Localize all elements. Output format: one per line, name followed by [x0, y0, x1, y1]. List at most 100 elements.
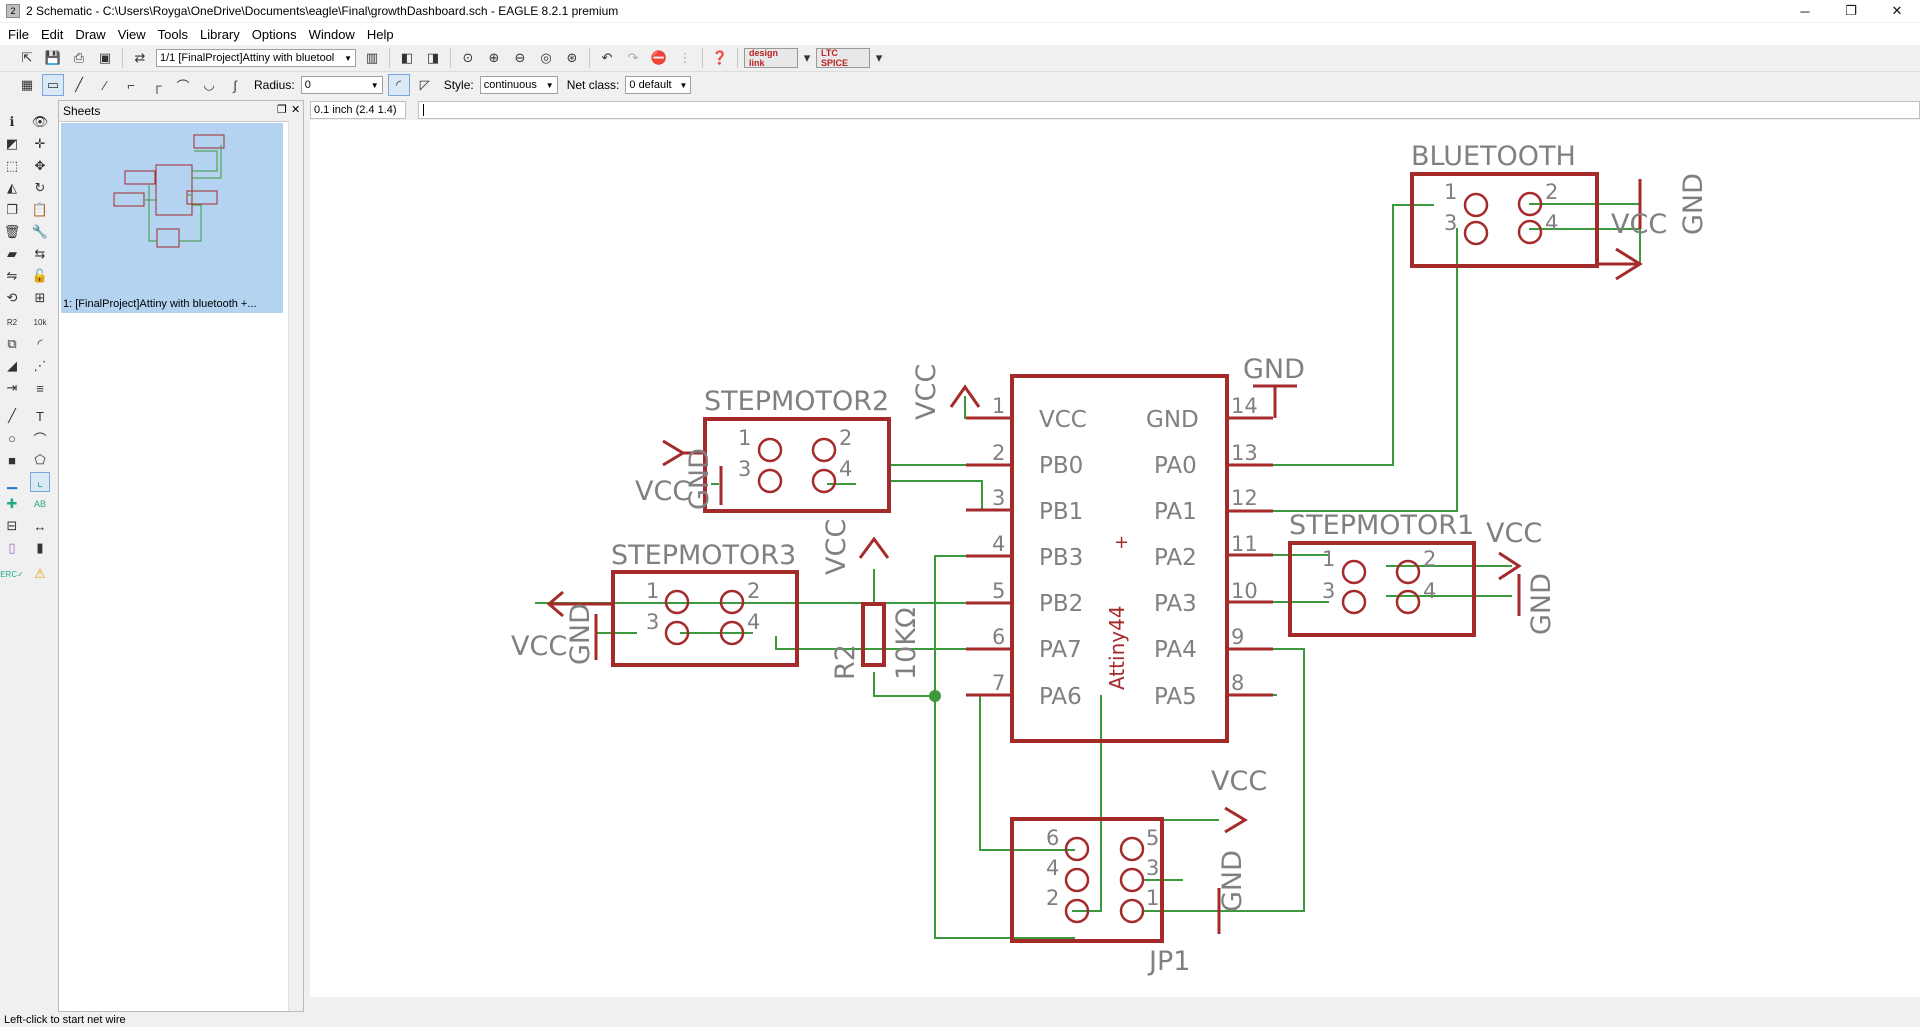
value-icon[interactable]: 10k [33, 317, 47, 327]
net-icon[interactable]: ⌞ [30, 472, 50, 492]
gateswap-icon[interactable]: ⊞ [34, 290, 46, 305]
restore-button[interactable]: ❐ [1845, 3, 1857, 18]
circle-icon[interactable]: ○ [8, 430, 16, 446]
miter-icon[interactable]: ◜ [37, 336, 43, 351]
info-icon[interactable]: ℹ [9, 114, 15, 129]
copy-icon[interactable]: ❐ [6, 202, 18, 217]
attribute-icon[interactable]: ⊟ [6, 518, 18, 533]
mirror-icon[interactable]: ◭ [7, 180, 17, 195]
text-icon[interactable]: T [36, 408, 44, 424]
frame-icon[interactable]: ▯ [8, 540, 16, 555]
line-icon[interactable]: ╱ [8, 408, 16, 423]
chevron-down-icon[interactable]: ▾ [803, 50, 811, 65]
menu-view[interactable]: View [117, 26, 146, 42]
pinswap-icon[interactable]: ⇋ [6, 268, 18, 283]
dimension-icon[interactable]: ↔ [33, 518, 47, 534]
float-icon[interactable]: ❐ [277, 104, 287, 116]
grid-icon[interactable]: ▦ [20, 77, 34, 92]
schematic-drawing[interactable]: BLUETOOTH STEPMOTOR2 STEPMOTOR3 STEPMOTO… [310, 120, 1920, 997]
zoom-out-icon[interactable]: ⊖ [514, 50, 526, 65]
show-icon[interactable]: 👁 [31, 114, 49, 129]
wrench-icon[interactable]: 🔧 [31, 224, 49, 239]
ltspice-button[interactable]: LTC SPICE [816, 48, 870, 68]
help-icon[interactable]: ❓ [711, 50, 729, 65]
sheet-item-label[interactable]: 1: [FinalProject]Attiny with bluetooth +… [61, 295, 283, 313]
menu-tools[interactable]: Tools [157, 26, 189, 42]
junction-dot[interactable] [929, 690, 941, 702]
style-select[interactable]: continuous▼ [479, 76, 558, 94]
select-icon[interactable]: ⬚ [5, 158, 19, 173]
join-icon[interactable]: ⇥ [6, 380, 18, 395]
jp1-part[interactable] [1010, 817, 1164, 943]
align-icon[interactable]: ≡ [36, 380, 44, 396]
stepmotor3-part[interactable] [611, 570, 799, 667]
erc-icon[interactable]: ERC✓ [0, 569, 24, 579]
zoom-fit-icon[interactable]: ⊙ [462, 50, 474, 65]
arc-icon[interactable]: ⌒ [33, 431, 47, 447]
invoke-icon[interactable]: ⟲ [6, 290, 18, 305]
delete-icon[interactable]: 🗑 [3, 224, 21, 239]
connector-pads[interactable] [664, 191, 1543, 924]
resistor-r2[interactable] [861, 602, 886, 667]
lock-icon[interactable]: 🔓 [31, 268, 49, 283]
zoom-select-icon[interactable]: ⊛ [566, 50, 578, 65]
sheet-thumbnail[interactable] [61, 123, 283, 295]
zoom-redraw-icon[interactable]: ◎ [540, 50, 552, 65]
menu-options[interactable]: Options [251, 26, 297, 42]
redo-icon[interactable]: ↷ [627, 50, 639, 65]
bend-90-45-icon[interactable]: ⌐ [127, 77, 135, 93]
replace-icon[interactable]: ⇆ [34, 246, 46, 261]
label-icon[interactable]: AB [33, 499, 46, 509]
miter-straight-icon[interactable]: ◸ [419, 77, 430, 92]
optimize-icon[interactable]: ⋰ [33, 358, 47, 373]
bend-90-icon[interactable]: ┌ [152, 77, 162, 93]
layer-icon[interactable]: ▭ [42, 74, 64, 96]
go-icon[interactable]: ⋮ [678, 50, 692, 65]
zoom-in-icon[interactable]: ⊕ [488, 50, 500, 65]
schematic-canvas[interactable]: BLUETOOTH STEPMOTOR2 STEPMOTOR3 STEPMOTO… [310, 120, 1920, 997]
smash-icon[interactable]: ⧉ [7, 336, 17, 351]
split-icon[interactable]: ◢ [7, 358, 17, 373]
menu-edit[interactable]: Edit [40, 26, 64, 42]
cam-icon[interactable]: ▣ [98, 50, 112, 65]
bend-straight-icon[interactable]: ╱ [75, 77, 83, 92]
canvas-horizontal-scrollbar[interactable] [310, 997, 1920, 1011]
ulp-icon[interactable]: ◨ [426, 50, 440, 65]
add-part-icon[interactable]: ▰ [7, 246, 17, 261]
radius-select[interactable]: 0▼ [300, 76, 383, 94]
menu-help[interactable]: Help [366, 26, 394, 42]
warning-icon[interactable]: ⚠ [34, 566, 46, 581]
design-link-button[interactable]: design link [744, 48, 798, 68]
stepmotor1-part[interactable] [1288, 541, 1476, 637]
junction-icon[interactable]: ✚ [6, 496, 18, 511]
sch-brd-switch-icon[interactable]: ⇄ [134, 50, 146, 65]
bus-icon[interactable]: ▁ [7, 474, 17, 489]
move-icon[interactable]: ✥ [34, 158, 46, 173]
menu-window[interactable]: Window [308, 26, 355, 42]
minimize-button[interactable]: ─ [1800, 3, 1810, 19]
script-icon[interactable]: ◧ [400, 50, 414, 65]
bluetooth-part[interactable] [1410, 172, 1599, 268]
print-icon[interactable]: ⎙ [73, 50, 85, 65]
mark-icon[interactable]: ✛ [34, 136, 46, 151]
attiny44-part[interactable] [1010, 374, 1229, 743]
rect-icon[interactable]: ■ [8, 452, 16, 468]
stepmotor2-part[interactable] [703, 417, 891, 513]
supply-symbols[interactable] [546, 179, 1643, 934]
open-icon[interactable]: ⇱ [21, 50, 33, 65]
stop-icon[interactable]: ⛔ [650, 50, 668, 65]
rotate-icon[interactable]: ↻ [34, 180, 46, 195]
close-button[interactable]: ✕ [1891, 3, 1903, 18]
paste-icon[interactable]: 📋 [31, 202, 49, 217]
name-icon[interactable]: R2 [6, 317, 18, 327]
module-icon[interactable]: ▮ [36, 540, 44, 555]
bend-free-icon[interactable]: ∫ [233, 77, 237, 93]
miter-round-icon[interactable]: ◜ [387, 74, 410, 96]
command-input[interactable] [418, 101, 1920, 119]
sheets-scrollbar[interactable] [288, 121, 303, 1011]
menu-file[interactable]: File [8, 26, 29, 42]
sheet-select[interactable]: 1/1 [FinalProject]Attiny with bluetool▼ [156, 49, 356, 67]
display-icon[interactable]: ◩ [5, 136, 19, 151]
netclass-select[interactable]: 0 default▼ [625, 76, 692, 94]
bend-45-icon[interactable]: ∕ [103, 77, 107, 93]
